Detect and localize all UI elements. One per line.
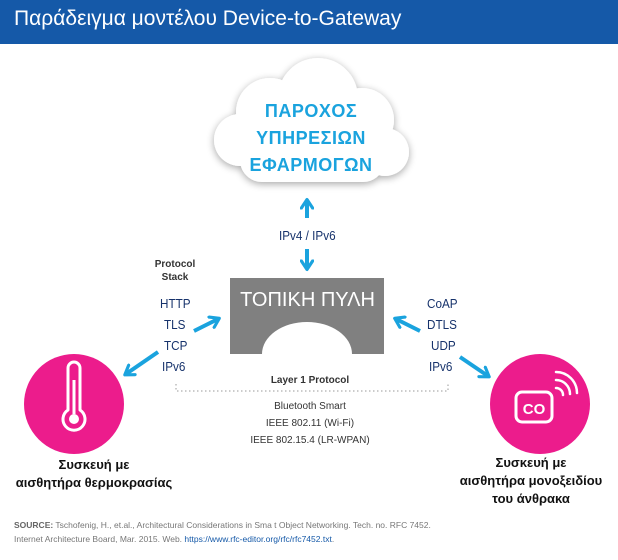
right-stack-item: IPv6 [429,359,453,374]
protocol-stack-label-line2: Stack [161,272,189,283]
source-text-line2: Internet Architecture Board, Mar. 2015. … [14,534,185,544]
right-device-label-line1: Συσκευή με [495,455,567,470]
left-stack-item: HTTP [160,296,191,311]
right-arrow-to-gateway [396,319,421,333]
thermometer-icon [24,354,124,454]
source-citation: SOURCE: Tschofenig, H., et.al., Architec… [14,518,431,546]
protocol-stack-label-line1: Protocol [154,259,196,270]
right-stack-item: DTLS [427,317,457,332]
layer1-item: Bluetooth Smart [274,401,346,412]
layer1-item: IEEE 802.15.4 (LR-WPAN) [250,435,370,446]
diagram-canvas: CO [24,58,590,454]
left-stack-item: TLS [164,317,186,332]
right-device-label-line2: αισθητήρα μονοξειδίου [459,473,603,488]
gateway-shape [230,278,384,354]
uplink-label: IPv4 / IPv6 [279,228,336,243]
cloud-shape [214,58,409,182]
left-arrow-to-gateway [193,319,218,333]
source-text-line1: Tschofenig, H., et.al., Architectural Co… [53,520,431,530]
cloud-label-line1: ΠΑΡΟΧΟΣ [264,101,358,121]
right-stack-item: CoAP [427,296,458,311]
left-stack-item: IPv6 [162,359,186,374]
right-stack-item: UDP [431,338,456,353]
source-tail: . [331,534,335,544]
layer1-title: Layer 1 Protocol [270,375,350,386]
right-arrow-to-device [458,355,488,376]
cloud-label-line2: ΥΠΗΡΕΣΙΩΝ [256,128,366,148]
right-device-label-line3: του άνθρακα [492,491,570,506]
co-sensor-icon: CO [490,354,590,454]
cloud-label-line3: ΕΦΑΡΜΟΓΩΝ [249,155,373,175]
source-label: SOURCE: [14,520,54,530]
co-sensor-text: CO [523,401,546,418]
title-bar: Παράδειγμα μοντέλου Device-to-Gateway [0,0,618,44]
slide-title: Παράδειγμα μοντέλου Device-to-Gateway [14,7,402,30]
left-device-label-line2: αισθητήρα θερμοκρασίας [15,475,173,490]
left-arrow-to-device [126,350,160,374]
gateway-label: ΤΟΠΙΚΗ ΠΥΛΗ [240,289,375,311]
source-url-link[interactable]: https://www.rfc-editor.org/rfc/rfc7452.t… [184,534,332,544]
left-stack-item: TCP [164,338,188,353]
layer1-item: IEEE 802.11 (Wi-Fi) [265,418,355,429]
left-device-label-line1: Συσκευή με [58,457,130,472]
